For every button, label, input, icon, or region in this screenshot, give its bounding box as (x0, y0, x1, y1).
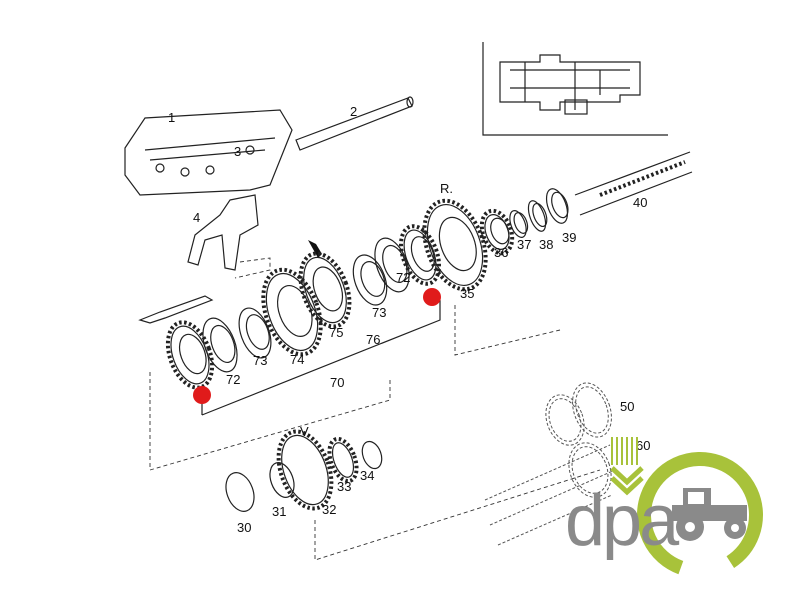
inset-detail (482, 42, 668, 136)
part-label: 60 (636, 438, 650, 453)
gear-bushing-34 (361, 440, 383, 470)
part-label: 73 (372, 305, 386, 320)
part-label: 33 (337, 479, 351, 494)
part-label: 1 (168, 110, 175, 125)
part-label: V. (300, 424, 311, 439)
gear-snap-ring-73 (238, 307, 272, 359)
part-label: 75 (329, 325, 343, 340)
gear-synchro-ring-72 (399, 224, 441, 286)
gear-bearing-30 (225, 472, 255, 512)
part-label: 34 (360, 468, 374, 483)
housing-part-1 (124, 109, 293, 196)
part-label: 40 (633, 195, 647, 210)
logo-text: dpa (565, 481, 680, 561)
dpa-logo: dpa (565, 437, 763, 578)
direction-arrow (138, 295, 214, 324)
part-label: 36 (494, 245, 508, 260)
gear-gear-50 (545, 394, 585, 446)
part-label: 50 (620, 399, 634, 414)
shift-fork-part-4 (187, 194, 271, 279)
gear-ring-72 (202, 317, 238, 373)
gear-ring-31 (269, 462, 295, 498)
shaft-part-40 (574, 151, 693, 216)
gear-ring-39 (545, 188, 569, 224)
gear-bearing-33 (327, 436, 359, 484)
gear-bearing-36 (479, 208, 515, 256)
gear-gear-50b (572, 382, 612, 438)
part-label: 38 (539, 237, 553, 252)
part-label: 72 (226, 372, 240, 387)
wheat-icon (610, 437, 644, 496)
gear-sleeve-74 (261, 267, 323, 357)
gear-synchro-ring-72 (165, 320, 215, 390)
part-label: 74 (290, 352, 304, 367)
gear-ring-37 (509, 210, 529, 238)
highlight-dot (193, 386, 211, 404)
gear-train (165, 188, 569, 390)
gear-gear-35 (422, 198, 488, 292)
part-label: 32 (322, 502, 336, 517)
gear-snap-ring-73 (352, 254, 388, 306)
gear-hub-75 (298, 251, 352, 329)
highlight-dot (423, 288, 441, 306)
part-label: 70 (330, 375, 344, 390)
gear-gear-60 (568, 442, 612, 498)
part-label: 30 (237, 520, 251, 535)
part-label: 73 (253, 353, 267, 368)
part-label: 4 (193, 210, 200, 225)
part-label: 35 (460, 286, 474, 301)
part-label: R. (440, 181, 453, 196)
part-label: 39 (562, 230, 576, 245)
part-label: 72 (396, 270, 410, 285)
part-label: 31 (272, 504, 286, 519)
part-label: 3 (234, 144, 241, 159)
part-label: 2 (350, 104, 357, 119)
part-label: 37 (517, 237, 531, 252)
gear-washer-38 (527, 200, 548, 232)
tractor-icon (672, 488, 747, 541)
part-label: 76 (366, 332, 380, 347)
shift-rod-part-2 (295, 96, 414, 151)
